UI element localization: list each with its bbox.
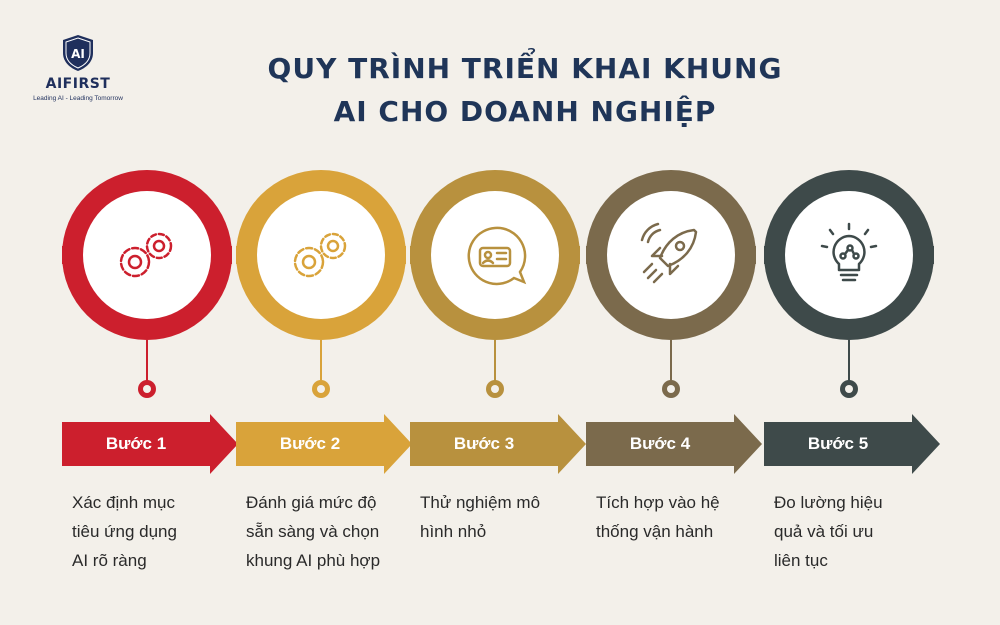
step-5-ring <box>764 170 934 340</box>
step-3: Bước 3 Thử nghiệm mô hình nhỏ <box>410 170 586 580</box>
step-1-ring <box>62 170 232 340</box>
step-3-arrow: Bước 3 <box>410 414 586 474</box>
step-1-arrow: Bước 1 <box>62 414 238 474</box>
step-3-label: Bước 3 <box>453 434 515 453</box>
step-1-label: Bước 1 <box>105 434 167 453</box>
step-1: Bước 1 Xác định mục tiêu ứng dụng AI rõ … <box>62 170 238 580</box>
gears-icon <box>293 232 347 278</box>
step-4-label: Bước 4 <box>629 434 691 453</box>
gears-icon <box>119 232 173 278</box>
step-5: Bước 5 Đo lường hiệu quả và tối ưu liên … <box>764 170 940 580</box>
step-2-description: Đánh giá mức độ sẵn sàng và chọn khung A… <box>246 493 381 570</box>
step-2-arrow: Bước 2 <box>236 414 412 474</box>
brand-tagline: Leading AI - Leading Tomorrow <box>33 95 123 102</box>
id-chat-icon <box>467 226 527 286</box>
page-title-line-1: QUY TRÌNH TRIỂN KHAI KHUNG <box>267 52 783 85</box>
brand-logo: AI AIFIRST Leading AI - Leading Tomorrow <box>28 34 128 102</box>
page-title-line-2: AI CHO DOANH NGHIỆP <box>333 95 717 128</box>
lightbulb-icon <box>820 222 878 282</box>
step-3-description: Thử nghiệm mô hình nhỏ <box>420 493 541 541</box>
step-5-arrow: Bước 5 <box>764 414 940 474</box>
step-2-ring <box>236 170 406 340</box>
step-4: Bước 4 Tích hợp vào hệ thống vận hành <box>586 170 762 580</box>
brand-name: AIFIRST <box>45 76 111 92</box>
step-5-description: Đo lường hiệu quả và tối ưu liên tục <box>774 493 883 570</box>
step-1-description: Xác định mục tiêu ứng dụng AI rõ ràng <box>72 493 177 570</box>
svg-text:AI: AI <box>71 47 85 61</box>
step-4-ring <box>586 170 756 340</box>
step-2-label: Bước 2 <box>279 434 341 453</box>
step-4-description: Tích hợp vào hệ thống vận hành <box>596 493 720 541</box>
shield-ai-icon: AI <box>63 35 93 71</box>
step-4-arrow: Bước 4 <box>586 414 762 474</box>
step-3-ring <box>410 170 580 340</box>
step-2: Bước 2 Đánh giá mức độ sẵn sàng và chọn … <box>236 170 412 580</box>
rocket-icon <box>640 222 698 284</box>
step-5-label: Bước 5 <box>807 434 869 453</box>
